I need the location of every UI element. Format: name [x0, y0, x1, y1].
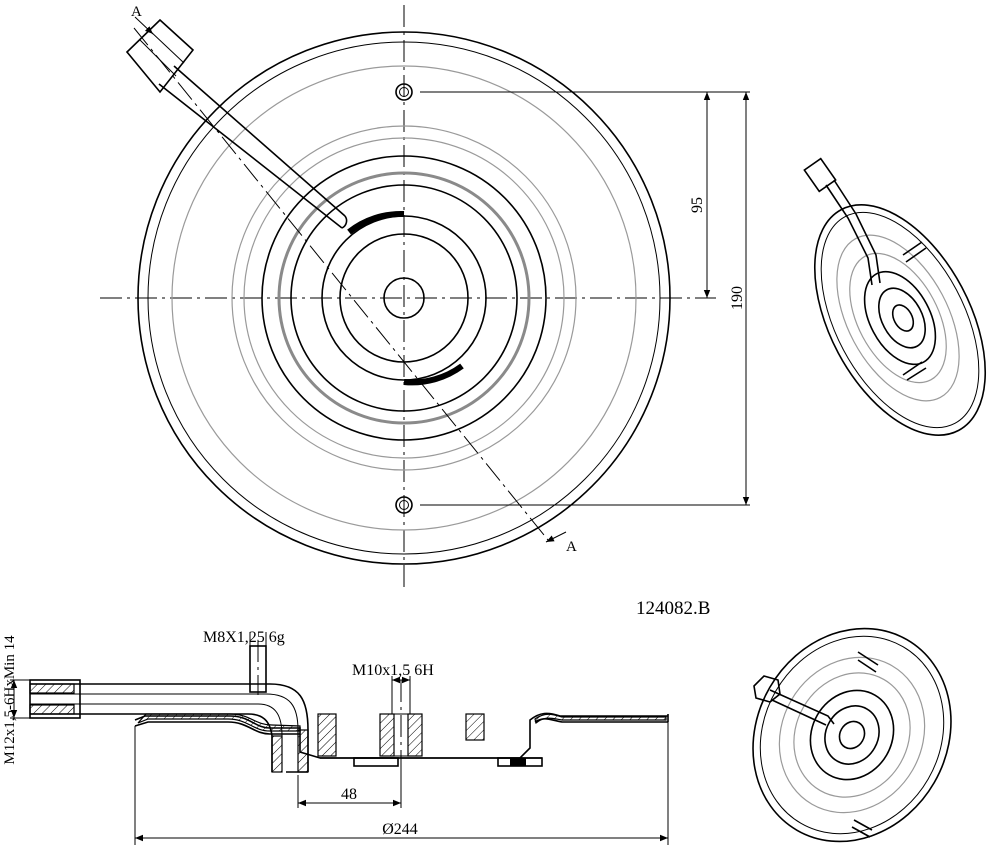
gray-ring-thick	[277, 171, 531, 425]
dim-190-label: 190	[729, 286, 746, 310]
stud-top	[395, 83, 413, 101]
dim-diameter-label: Ø244	[382, 821, 418, 838]
thread-m12-label: M12x1,5-6HxMin 14	[2, 635, 18, 765]
inlet-tube-top	[125, 18, 549, 541]
top-view: A A 95 190	[100, 4, 750, 590]
drawing-number: 124082.B	[636, 598, 710, 619]
thread-m10-label: M10x1,5 6H	[352, 662, 434, 679]
gray-ring-3	[243, 137, 565, 459]
outer-rim-inner-edge	[147, 41, 661, 555]
thread-callout-m8: M8X1,25 6g	[203, 629, 285, 650]
outer-rim	[137, 31, 671, 565]
stud-bottom	[395, 496, 413, 514]
inner-ring-1	[261, 155, 547, 441]
dimension-95: 95	[420, 91, 750, 299]
section-view: Ø244 48 M12x1,5-6HxMin 14 M8X1,25 6g	[2, 629, 669, 845]
section-marker-bottom: A	[545, 531, 577, 555]
section-label-top: A	[131, 4, 142, 20]
dim-95-label: 95	[689, 197, 706, 213]
dimension-diameter: Ø244	[134, 722, 669, 845]
thread-callout-m12: M12x1,5-6HxMin 14	[2, 635, 30, 765]
dimension-190: 190	[420, 92, 750, 506]
inlet-tube-section	[29, 679, 309, 773]
section-marker-top: A	[131, 4, 154, 35]
thread-m8-label: M8X1,25 6g	[203, 629, 285, 646]
thick-arc-lower	[403, 363, 464, 386]
dim-48-label: 48	[341, 786, 357, 803]
thread-callout-m10: M10x1,5 6H	[352, 662, 434, 714]
isometric-view-top	[803, 157, 987, 436]
inner-ring-3	[321, 215, 487, 381]
dimension-48: 48	[297, 770, 402, 808]
center-hole	[383, 277, 425, 319]
inner-ring-2	[290, 184, 518, 412]
gray-ring-2	[231, 125, 577, 471]
gray-ring-1	[171, 65, 637, 531]
section-label-bottom: A	[566, 539, 577, 555]
stud-section	[249, 640, 267, 695]
isometric-view-bottom	[752, 627, 952, 843]
thick-arc-upper	[347, 210, 405, 235]
